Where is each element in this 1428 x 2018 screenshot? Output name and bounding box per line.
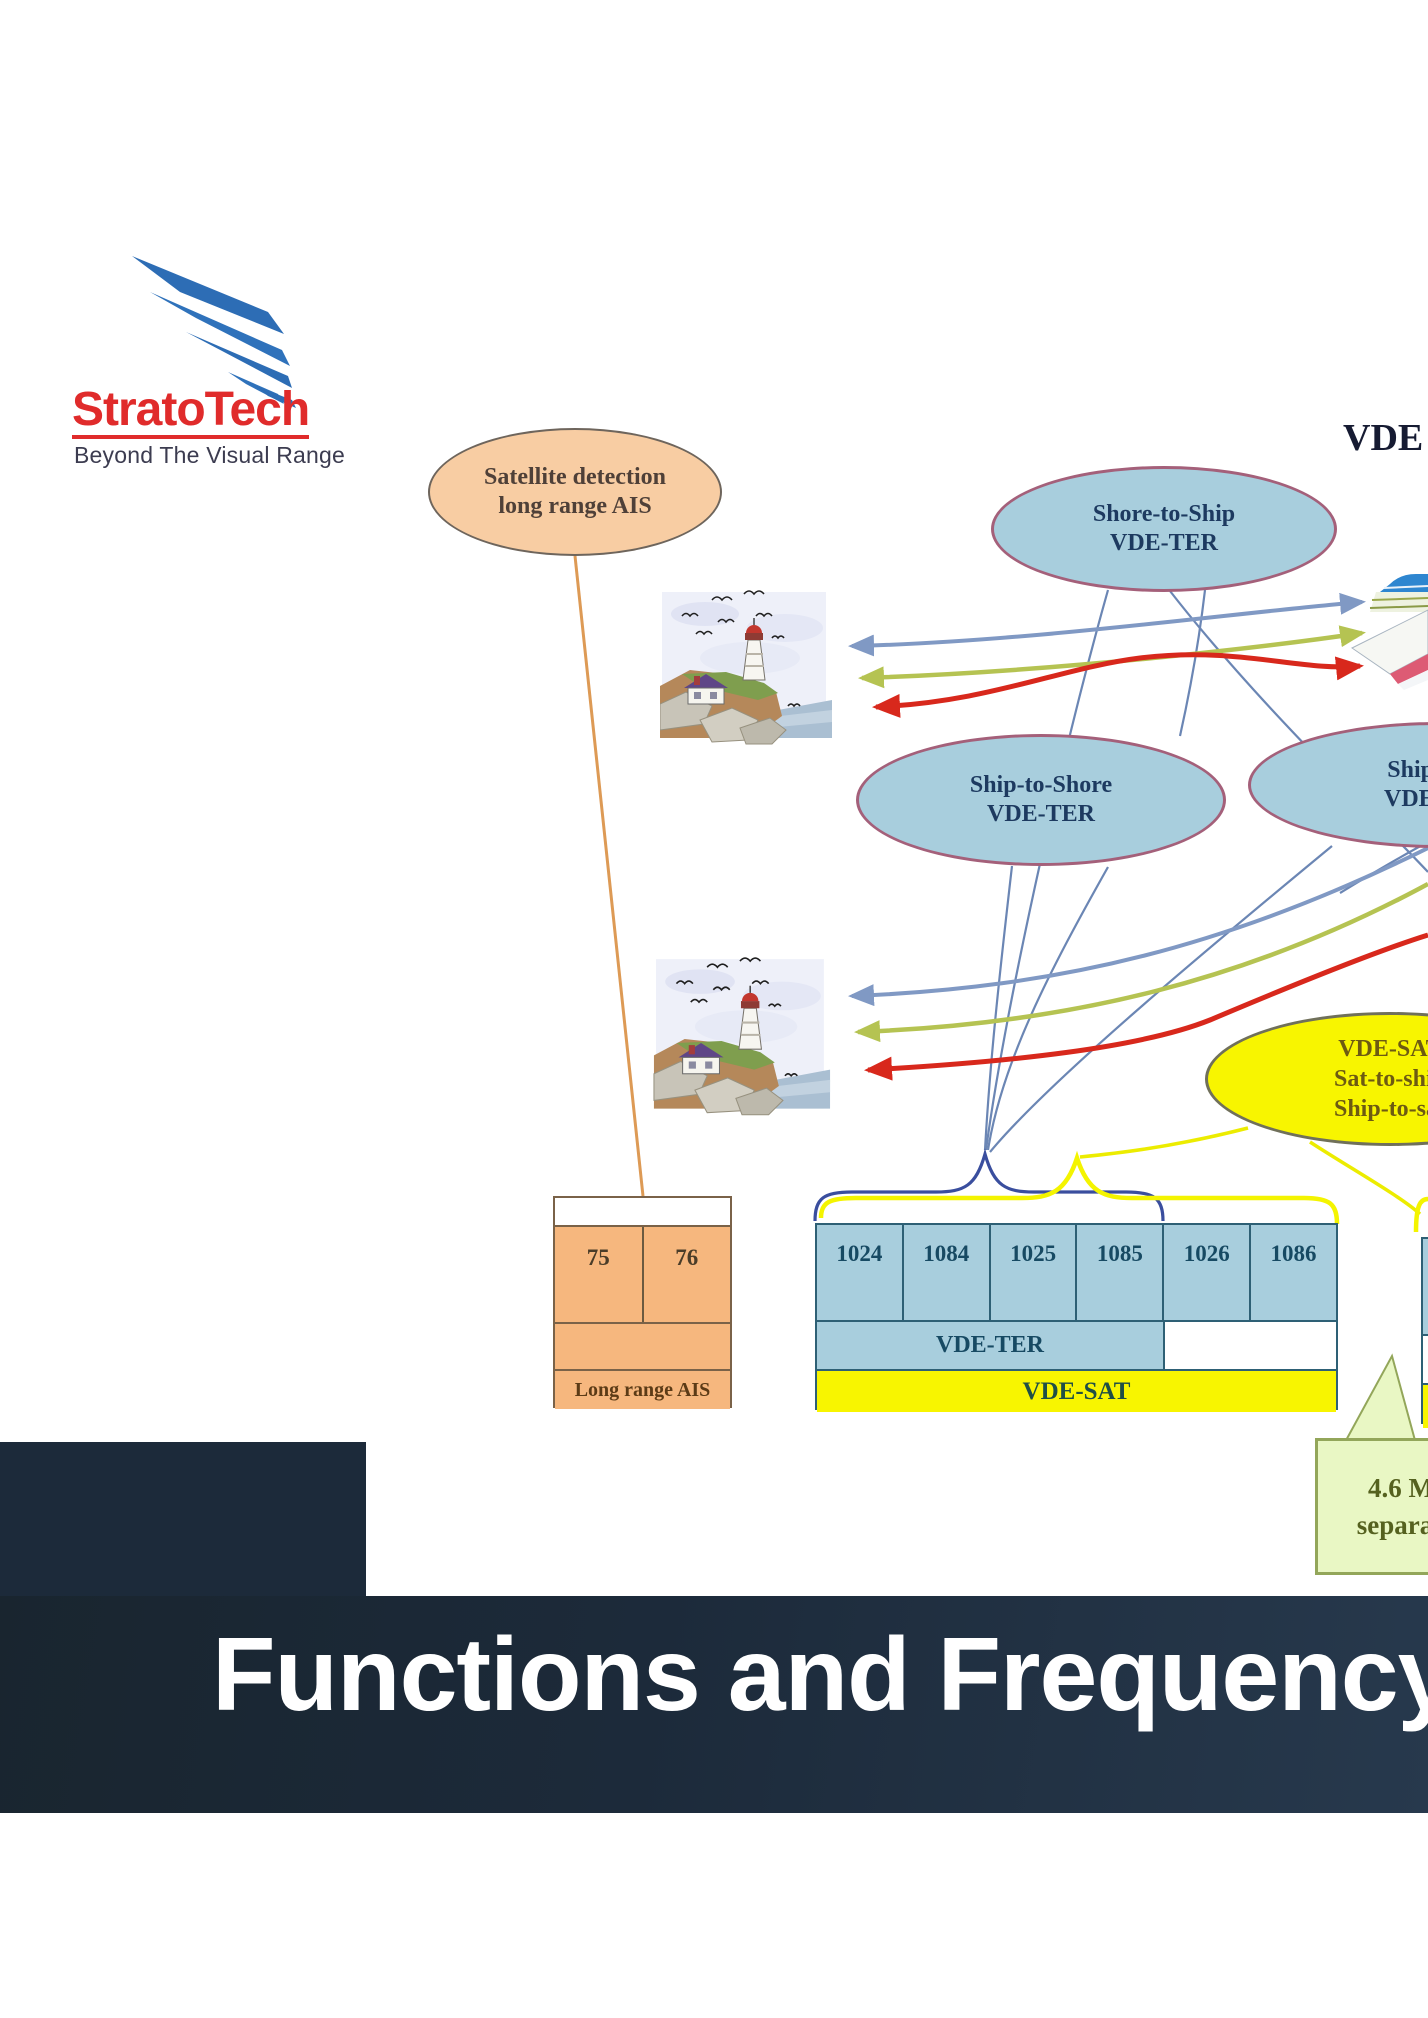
- ais-channel-cell: 75: [555, 1227, 644, 1322]
- separation-callout: 4.6 MHz separation: [1315, 1438, 1428, 1575]
- brand-tagline: Beyond The Visual Range: [74, 442, 345, 468]
- node-satellite-line1: Satellite detection: [484, 463, 666, 490]
- vde-channel-cell: 1086: [1251, 1225, 1336, 1320]
- brace-vde-ter: [813, 1148, 1165, 1222]
- brace-fragment: [1413, 1196, 1428, 1233]
- ais-frequency-table: 75 76 Long range AIS: [553, 1196, 732, 1409]
- vde-channel-cell: 1025: [990, 1225, 1078, 1320]
- ais-channel-cell: 76: [675, 1245, 699, 1270]
- ais-empty-row: [555, 1324, 730, 1371]
- vde-ter-gap-cell: [1165, 1322, 1336, 1369]
- node-ship-to-shore-line1: Ship-to-Shore: [969, 771, 1113, 798]
- arrow-red: [864, 932, 1428, 1081]
- wing-logo-icon: [132, 256, 296, 408]
- arrow-blue: [848, 846, 1428, 1007]
- title-band-left-block: [0, 1442, 366, 1602]
- node-ship-ship-line1: Ship-Ship: [1387, 756, 1428, 783]
- ship-clipart: [1351, 574, 1428, 690]
- separation-callout-line1: 4.6 MHz: [1368, 1473, 1428, 1504]
- fragment-sat-cell: [1423, 1385, 1428, 1428]
- fragment-gap-cell: [1423, 1336, 1428, 1385]
- vde-table-fragment: [1421, 1237, 1428, 1428]
- title-band: [0, 1596, 1428, 1813]
- vde-channel-cell: 1085: [1077, 1225, 1165, 1320]
- vde-channel-cell: 1084: [903, 1225, 991, 1320]
- ais-channel-row: 75 76: [555, 1227, 730, 1324]
- node-vde-sat-line2: Sat-to-ship: [1333, 1066, 1428, 1092]
- yellow-connector-lines: [1079, 1126, 1422, 1216]
- vde-channel-row: 1024 1084 1025 1085 1026 1086: [817, 1225, 1336, 1322]
- sat-link-arrows: [848, 846, 1428, 1081]
- vde-channel-cell: 1024: [817, 1225, 904, 1320]
- node-ship-to-shore: Ship-to-Shore VDE-TER: [856, 734, 1226, 866]
- callout-pointer: [1342, 1353, 1418, 1445]
- shore-ship-arrows: [848, 592, 1366, 718]
- node-satellite-line2: long range AIS: [498, 493, 652, 519]
- node-shore-to-ship-line2: VDE-TER: [1109, 530, 1218, 556]
- ais-table-header-row: [555, 1198, 730, 1227]
- node-ship-to-shore-line2: VDE-TER: [986, 801, 1095, 827]
- vde-ter-row: VDE-TER: [817, 1322, 1336, 1371]
- fragment-channel-cell: [1423, 1239, 1428, 1336]
- vde-channel-cell: 1026: [1164, 1225, 1252, 1320]
- arrow-blue: [848, 592, 1366, 657]
- node-shore-to-ship: Shore-to-Ship VDE-TER: [991, 466, 1337, 592]
- lighthouse-upper: [660, 590, 832, 745]
- vde-ter-label: VDE-TER: [817, 1322, 1165, 1369]
- ais-table-label: Long range AIS: [555, 1371, 730, 1409]
- diagram-heading: VDE: [1343, 417, 1424, 459]
- vde-sat-label: VDE-SAT: [817, 1371, 1336, 1412]
- node-vde-sat-line1: VDE-SAT: [1338, 1036, 1428, 1062]
- slide-title: Functions and Frequency: [212, 1617, 1428, 1733]
- lighthouse-lower: [653, 957, 831, 1116]
- node-satellite-detection: Satellite detection long range AIS: [428, 428, 722, 556]
- brand-logo-text: StratoTech: [72, 386, 310, 439]
- brace-vde-sat: [818, 1150, 1340, 1225]
- ais-connector-line: [573, 555, 645, 1197]
- node-ship-ship-line2: VDE-TER: [1383, 786, 1428, 812]
- node-shore-to-ship-line1: Shore-to-Ship: [1092, 500, 1236, 527]
- arrow-red: [872, 652, 1364, 718]
- arrow-olive: [854, 882, 1428, 1043]
- node-vde-sat-line3: Ship-to-sat: [1333, 1096, 1428, 1122]
- arrow-olive: [858, 625, 1366, 689]
- separation-callout-line2: separation: [1356, 1509, 1428, 1540]
- vde-frequency-table: 1024 1084 1025 1085 1026 1086 VDE-TER VD…: [815, 1223, 1338, 1412]
